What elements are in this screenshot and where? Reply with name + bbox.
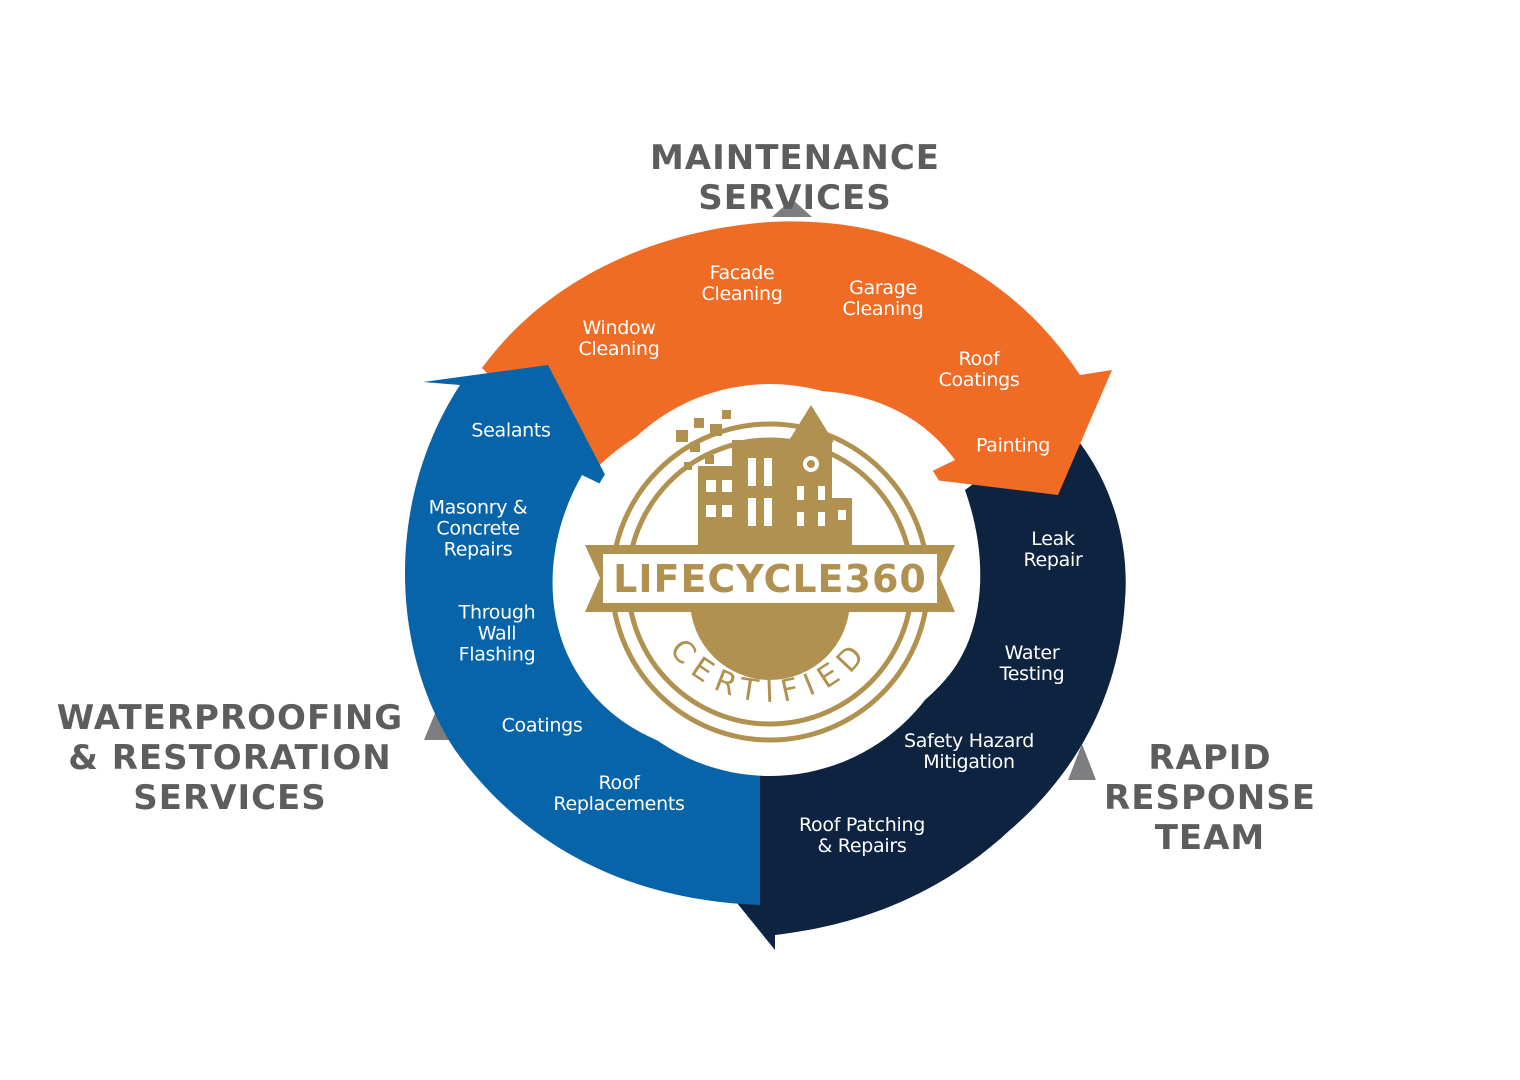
- service-facade-cleaning: Facade Cleaning: [701, 262, 783, 305]
- maintenance-arrow: [482, 221, 1112, 495]
- category-maintenance: MAINTENANCE SERVICES: [649, 138, 941, 218]
- lifecycle360-logo: LIFECYCLE360 CERTIFIED: [574, 384, 966, 776]
- service-window-cleaning: Window Cleaning: [578, 317, 660, 360]
- service-roof-replacements: Roof Replacements: [553, 772, 685, 815]
- category-waterproofing: WATERPROOFING & RESTORATION SERVICES: [56, 698, 404, 818]
- logo-banner-inner: [601, 552, 939, 605]
- service-coatings: Coatings: [501, 714, 583, 737]
- building-windows: [706, 456, 846, 526]
- service-safety-hazard: Safety Hazard Mitigation: [903, 730, 1035, 773]
- service-masonry-concrete: Masonry & Concrete Repairs: [428, 496, 528, 561]
- pointer-triangle-right: [1068, 744, 1096, 780]
- service-painting: Painting: [976, 434, 1050, 457]
- service-sealants: Sealants: [471, 419, 551, 442]
- service-garage-cleaning: Garage Cleaning: [842, 277, 924, 320]
- service-roof-coatings: Roof Coatings: [938, 348, 1020, 391]
- logo-sun: [690, 600, 850, 680]
- pointer-triangle-top: [772, 199, 812, 217]
- service-roof-patching: Roof Patching & Repairs: [799, 814, 925, 857]
- clock-face-icon: [807, 460, 815, 468]
- service-through-wall-flashing: Through Wall Flashing: [458, 601, 536, 666]
- service-leak-repair: Leak Repair: [1023, 528, 1083, 571]
- logo-wordmark: LIFECYCLE360: [613, 557, 927, 601]
- category-rapid-response: RAPID RESPONSE TEAM: [1104, 738, 1316, 858]
- rapid-response-arrow: [690, 420, 1126, 950]
- waterproofing-arrow: [405, 365, 760, 905]
- service-water-testing: Water Testing: [999, 642, 1065, 685]
